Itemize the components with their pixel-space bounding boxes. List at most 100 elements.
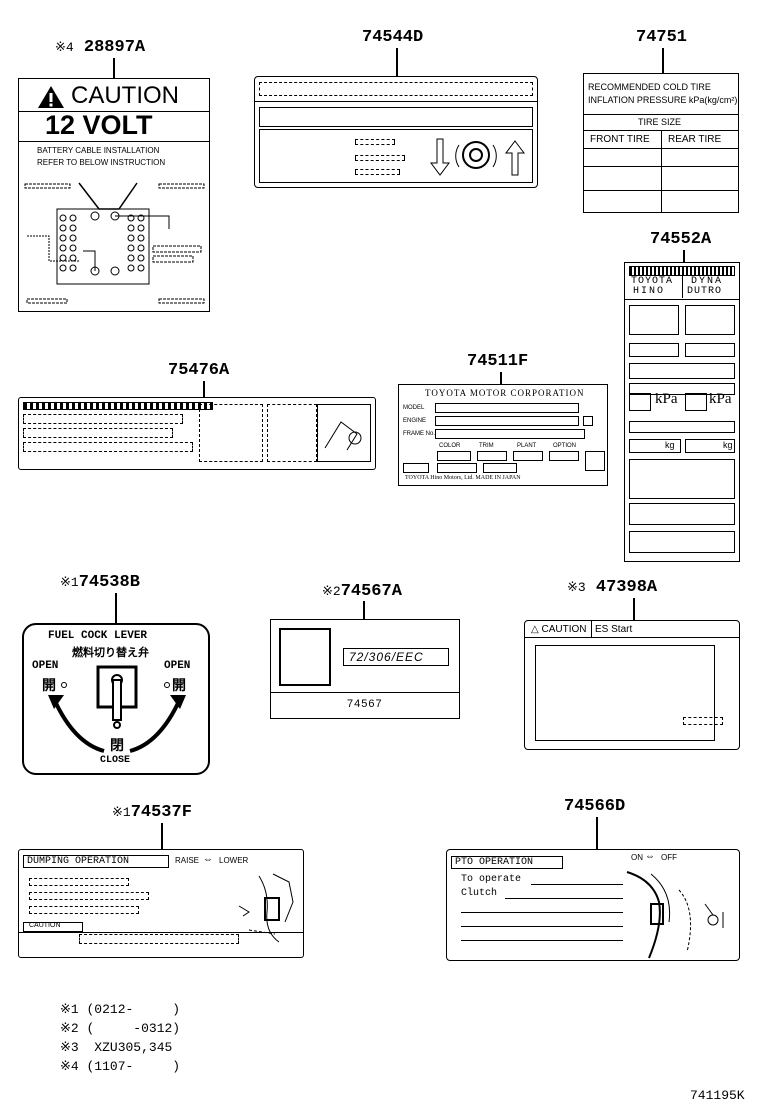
- divider: [505, 898, 623, 899]
- spec-box: [629, 421, 735, 433]
- divider: [661, 130, 662, 212]
- text-block: [23, 428, 173, 438]
- code-box: [343, 648, 449, 666]
- divider: [461, 912, 623, 913]
- code-field: [403, 463, 429, 473]
- text-block: [199, 404, 263, 462]
- fuel-cock-lever-label: FUEL COCK LEVER 燃料切り替え弁 OPEN 開 OPEN 開 閉 …: [22, 623, 210, 775]
- check-box: [583, 416, 593, 426]
- part-number-74511F: 74511F: [467, 352, 529, 371]
- text-block: [29, 878, 129, 886]
- pto-lever-illustration: [626, 871, 724, 959]
- es-start-caution-label: △ CAUTION ES Start: [524, 620, 740, 750]
- dumping-caution: CAUTION: [29, 922, 61, 929]
- leader-line: [683, 250, 685, 262]
- part-number-74751: 74751: [636, 28, 688, 47]
- text-block: [355, 169, 400, 175]
- applicability-notes: ※1 (0212- ) ※2 ( -0312) ※3 XZU305,345 ※4…: [60, 1000, 180, 1076]
- leader-line: [363, 601, 365, 619]
- spec-box: [685, 343, 735, 357]
- part-number-74544D: 74544D: [362, 28, 424, 47]
- warning-triangle-icon: [38, 86, 64, 108]
- pto-on-label: ON: [631, 853, 643, 862]
- rear-tire-heading: REAR TIRE: [668, 134, 722, 145]
- text-block: [259, 107, 533, 127]
- instruction-line-2: REFER TO BELOW INSTRUCTION: [37, 158, 166, 167]
- dumping-title: DUMPING OPERATION: [27, 856, 130, 867]
- es-start-heading: ES Start: [595, 624, 633, 635]
- pto-line-1: To operate: [461, 874, 522, 885]
- pto-off-label: OFF: [661, 853, 677, 862]
- frame-field: [435, 429, 585, 439]
- on-off-arrow-icon: ⇔: [645, 851, 655, 862]
- header-strip: [23, 402, 213, 410]
- instruction-panel: [259, 129, 533, 183]
- divider: [584, 166, 738, 167]
- leader-line: [113, 58, 115, 78]
- text-block: [23, 414, 183, 424]
- note-1: ※1 (0212- ): [60, 1002, 181, 1017]
- caution-12-volt-label: CAUTION 12 VOLT BATTERY CABLE INSTALLATI…: [18, 78, 210, 312]
- open-left-jp: 開: [42, 677, 56, 693]
- divider: [584, 114, 738, 115]
- option-field: [549, 451, 579, 461]
- regulation-code: 72/306/EEC: [349, 650, 424, 664]
- spec-box: [629, 459, 735, 499]
- kpa-unit-right: kPa: [709, 391, 732, 407]
- spec-box: [629, 503, 735, 525]
- divider: [584, 148, 738, 149]
- dumping-operation-label: DUMPING OPERATION RAISE ⇔ LOWER CAUTION: [18, 849, 304, 958]
- diagram-box: [317, 404, 371, 462]
- trim-field: [477, 451, 507, 461]
- label-75476A: [18, 397, 376, 470]
- front-tire-heading: FRONT TIRE: [590, 134, 650, 145]
- gauge-diagram: [324, 421, 362, 451]
- color-field-label: COLOR: [439, 443, 461, 449]
- caution-heading: CAUTION: [71, 82, 179, 109]
- pto-line-2: Clutch: [461, 888, 498, 899]
- part-number-47398A: ※3 47398A: [567, 578, 658, 597]
- leader-line: [633, 598, 635, 620]
- divider: [525, 637, 739, 638]
- divider: [271, 692, 459, 693]
- color-field: [437, 451, 471, 461]
- emission-label-74567A: 72/306/EEC 74567: [270, 619, 460, 719]
- stamp-box: [585, 451, 605, 471]
- pto-title: PTO OPERATION: [455, 857, 534, 868]
- fuel-title: FUEL COCK LEVER: [48, 630, 148, 642]
- spec-box: [685, 439, 735, 453]
- part-number-28897A: ※4 28897A: [55, 38, 146, 57]
- tire-text-line-1: RECOMMENDED COLD TIRE: [588, 82, 711, 92]
- code-field: [483, 463, 517, 473]
- divider: [19, 932, 303, 933]
- kg-unit-right: kg: [723, 440, 733, 450]
- divider: [591, 621, 592, 637]
- header-strip: [259, 82, 533, 96]
- spec-box: [629, 439, 681, 453]
- raise-label: RAISE: [175, 856, 200, 865]
- divider: [461, 926, 623, 927]
- close-label: CLOSE: [100, 755, 131, 766]
- plant-field: [513, 451, 543, 461]
- note-2: ※2 ( -0312): [60, 1021, 181, 1036]
- close-jp: 閉: [110, 737, 124, 753]
- raise-lower-icon: ⇔: [203, 854, 213, 865]
- leader-line: [203, 381, 205, 397]
- label-74544D: [254, 76, 538, 188]
- blank-box: [279, 628, 331, 686]
- code-field: [437, 463, 477, 473]
- vehicle-id-plate: TOYOTA MOTOR CORPORATION MODEL ENGINE FR…: [398, 384, 608, 486]
- label-number: 74567: [347, 698, 383, 710]
- tire-text-line-2: INFLATION PRESSURE kPa(kg/cm²): [588, 95, 738, 105]
- plate-footer: TOYOTA Hino Motors, Ltd. MADE IN JAPAN: [405, 475, 521, 481]
- plant-field-label: PLANT: [517, 443, 537, 449]
- kpa-unit-left: kPa: [655, 391, 678, 407]
- dump-lever-illustration: [238, 873, 294, 943]
- divider: [625, 299, 739, 300]
- part-number-74538B: ※174538B: [60, 573, 140, 592]
- engine-field-label: ENGINE: [403, 418, 427, 424]
- label-74552A: TOYOTA HINO DYNA DUTRO kPa kPa kg kg: [624, 262, 740, 562]
- es-caution-heading: △ CAUTION: [531, 624, 587, 635]
- pto-title-box: [451, 856, 563, 869]
- divider: [19, 111, 209, 112]
